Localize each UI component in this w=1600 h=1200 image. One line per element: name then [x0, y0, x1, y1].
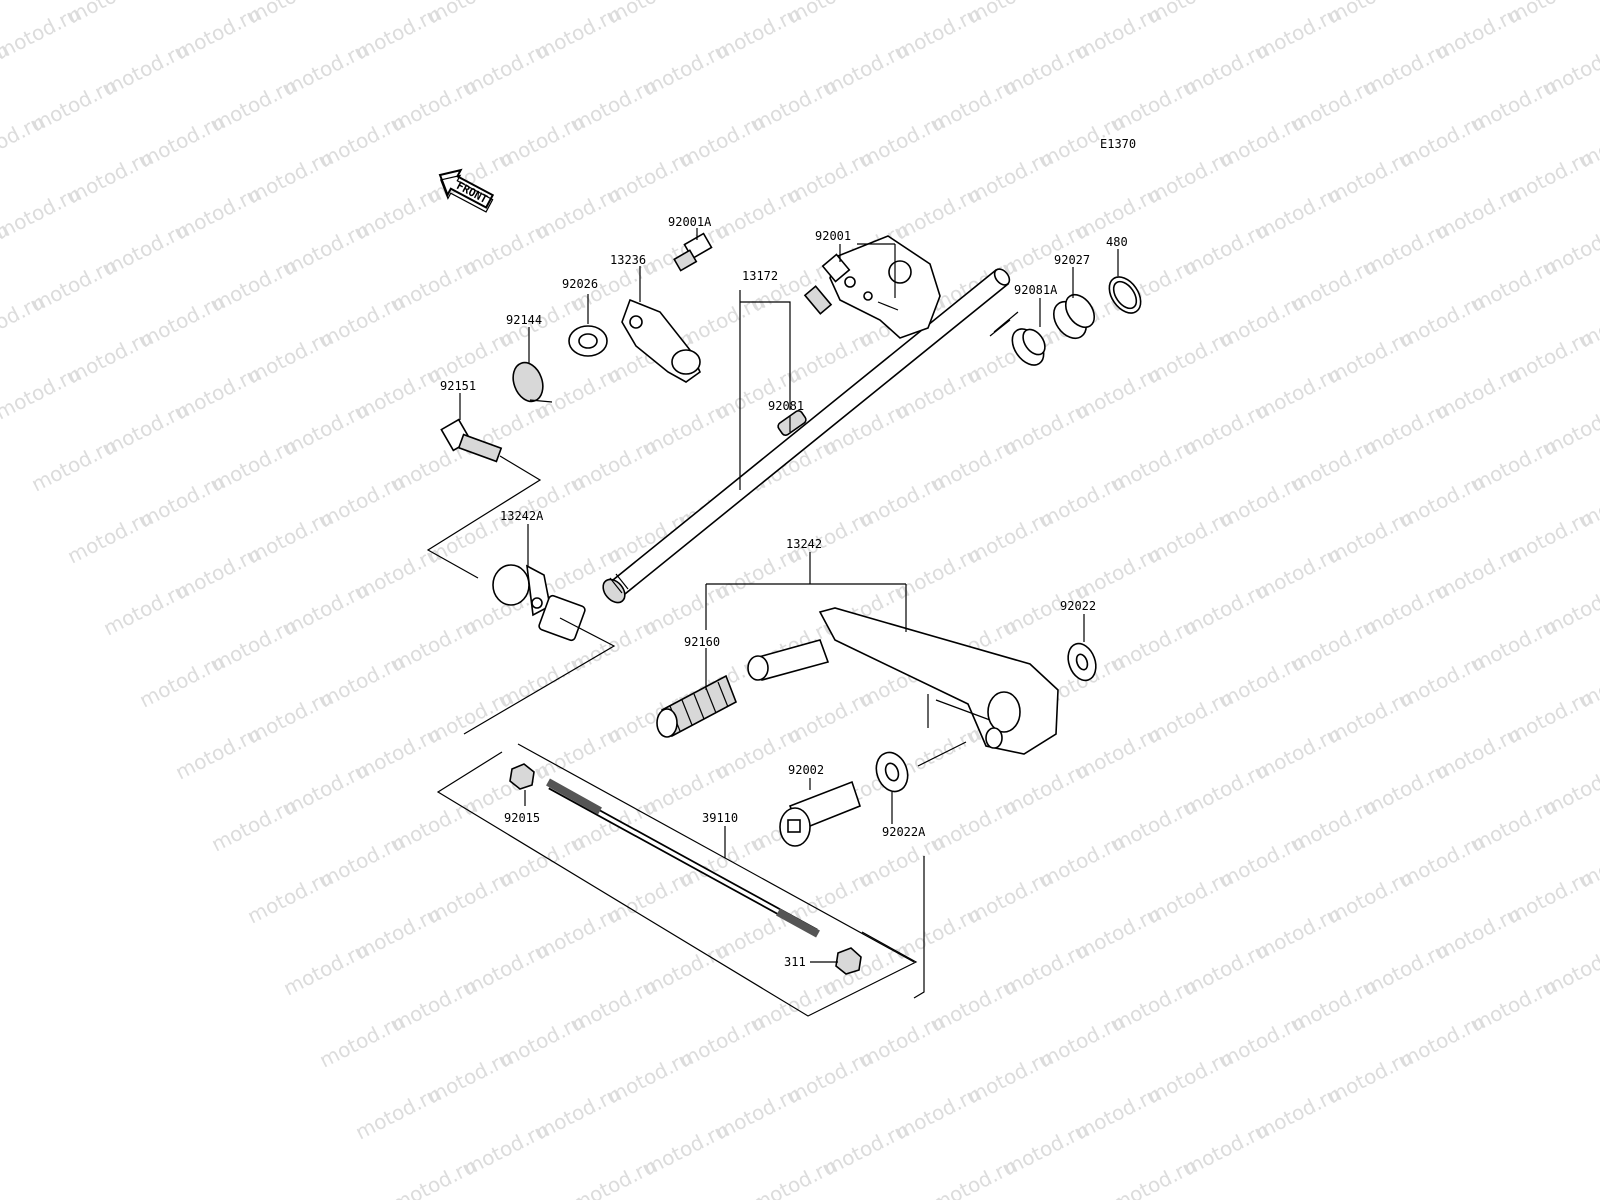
part-labels: 92001A 13236 92026 92144 92151 92001 920… [440, 215, 1128, 969]
label-92002: 92002 [788, 763, 824, 777]
bolt-92001 [803, 253, 851, 315]
watermark-text: motod.ru [1143, 0, 1236, 28]
label-13242A: 13242A [500, 509, 544, 523]
watermark-text: motod.ru [1539, 937, 1600, 1000]
spring-92081A [989, 311, 1046, 366]
shift-pedal-13242 [747, 607, 1059, 755]
watermark-text: motod.ru [1539, 397, 1600, 460]
label-480: 480 [1106, 235, 1128, 249]
spring-92081 [777, 410, 807, 436]
label-92022A: 92022A [882, 825, 926, 839]
watermark-text: motod.ru [423, 0, 516, 28]
circlip-480 [1108, 276, 1142, 314]
assembly-lines [426, 244, 991, 1017]
tie-rod-39110 [546, 778, 820, 938]
label-13242: 13242 [786, 537, 822, 551]
label-92001A: 92001A [668, 215, 712, 229]
label-13236: 13236 [610, 253, 646, 267]
label-92026: 92026 [562, 277, 598, 291]
washer-92026 [568, 325, 608, 357]
watermark-text: motod.ru [1539, 577, 1600, 640]
bolt-92151 [440, 418, 503, 463]
label-92001: 92001 [815, 229, 851, 243]
shift-arm-plate [829, 235, 941, 339]
washer-92022 [1067, 642, 1097, 682]
bolt-92001A [673, 232, 713, 272]
leader-lines [459, 228, 1119, 963]
label-92015: 92015 [504, 811, 540, 825]
watermark-text: motod.ru [1539, 757, 1600, 820]
watermark-text: motod.ru [963, 0, 1056, 28]
link-13236 [621, 298, 702, 383]
pivot-bolt-92002 [779, 780, 861, 847]
watermark-text: motod.ru [1503, 0, 1596, 28]
label-311: 311 [784, 955, 806, 969]
label-92027: 92027 [1054, 253, 1090, 267]
label-92160: 92160 [684, 635, 720, 649]
watermark-text: motod.ru [783, 0, 876, 28]
watermark-text: motod.ru [1323, 0, 1416, 28]
spring-92144 [512, 361, 553, 403]
label-92022: 92022 [1060, 599, 1096, 613]
watermark-text: motod.ru [1539, 37, 1600, 100]
watermark-text: motod.ru [63, 0, 156, 28]
diagram-code: E1370 [1100, 137, 1136, 151]
watermark-text: motod.ru [243, 0, 336, 28]
label-92081A: 92081A [1014, 283, 1058, 297]
label-92144: 92144 [506, 313, 542, 327]
label-92081: 92081 [768, 399, 804, 413]
label-92151: 92151 [440, 379, 476, 393]
pedal-rubber-92160 [656, 674, 738, 738]
shift-shaft-13172 [602, 268, 1011, 604]
watermark-text: motod.ru [1539, 217, 1600, 280]
label-39110: 39110 [702, 811, 738, 825]
collar-92027 [1052, 293, 1096, 340]
washer-92022A [875, 751, 909, 793]
joint-13242A [492, 564, 586, 642]
label-13172: 13172 [742, 269, 778, 283]
nut-92015 [509, 763, 535, 790]
nut-311 [835, 947, 862, 975]
watermark-text: motod.ru [603, 0, 696, 28]
